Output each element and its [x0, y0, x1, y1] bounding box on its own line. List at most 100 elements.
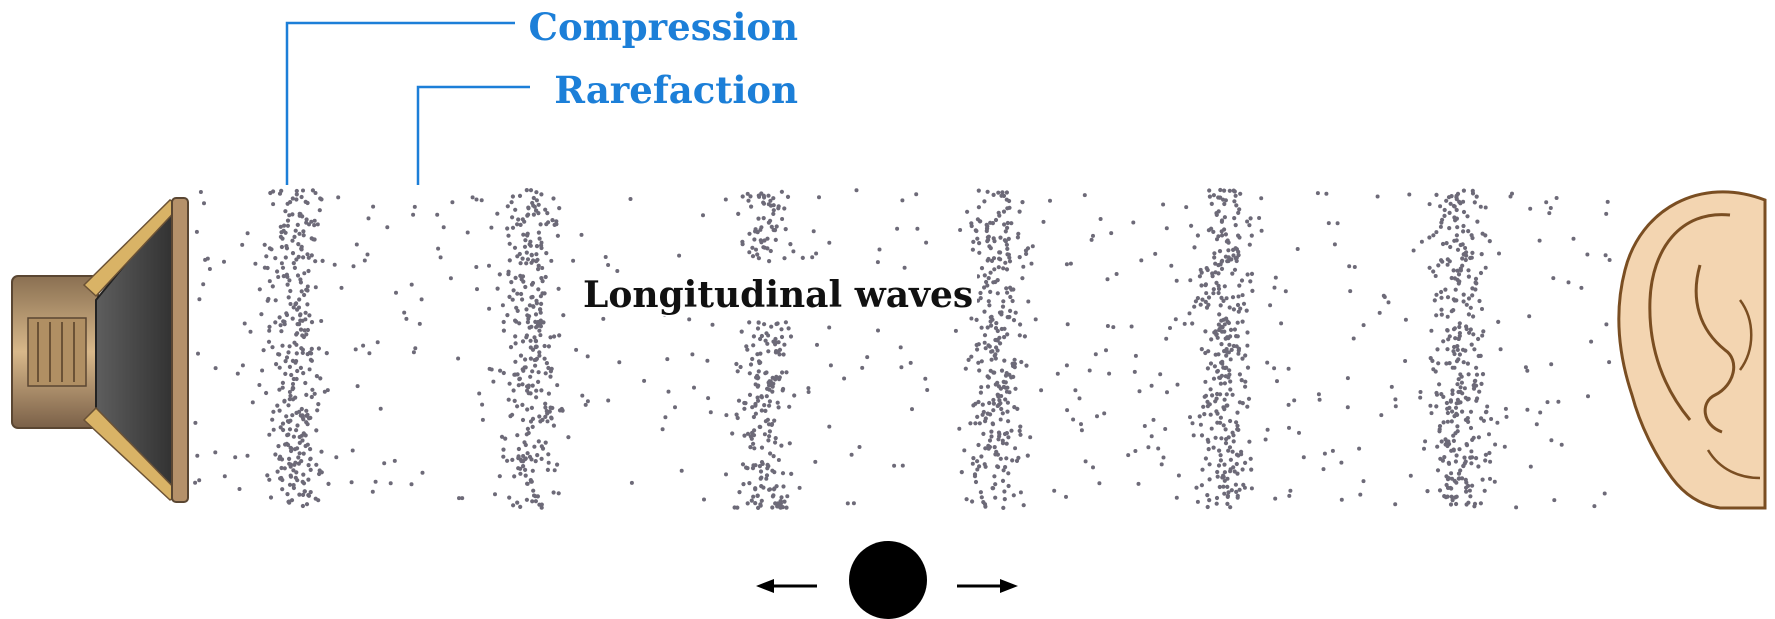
air-particle	[1002, 335, 1007, 340]
air-particle	[535, 322, 541, 327]
air-particle	[1454, 359, 1460, 364]
air-particle	[1445, 328, 1450, 333]
air-particle	[988, 368, 993, 373]
air-particle	[1218, 187, 1223, 193]
air-particle	[1009, 428, 1014, 433]
air-particle	[1245, 404, 1250, 409]
air-particle	[285, 492, 290, 497]
air-particle	[1211, 291, 1216, 296]
air-particle	[574, 347, 579, 352]
air-particle	[1436, 263, 1441, 268]
air-particle	[1231, 465, 1236, 470]
air-particle	[978, 296, 983, 301]
air-particle	[517, 193, 523, 198]
air-particle	[1021, 503, 1026, 508]
air-particle	[982, 199, 987, 204]
air-particle	[1222, 201, 1227, 207]
air-particle	[1463, 257, 1468, 263]
air-particle	[1208, 361, 1214, 366]
air-particle	[964, 497, 969, 502]
air-particle	[1192, 245, 1197, 250]
air-particle	[257, 383, 262, 387]
air-particle	[1434, 390, 1439, 396]
air-particle	[756, 320, 761, 325]
air-particle	[543, 414, 548, 419]
air-particle	[314, 428, 319, 433]
air-particle	[998, 235, 1003, 240]
air-particle	[315, 408, 320, 413]
air-particle	[1013, 386, 1018, 391]
air-particle	[297, 434, 302, 440]
air-particle	[298, 318, 303, 323]
air-particle	[276, 444, 281, 449]
air-particle	[548, 374, 553, 379]
air-particle	[1211, 229, 1216, 234]
air-particle	[388, 481, 393, 486]
air-particle	[701, 213, 705, 218]
air-particle	[287, 397, 292, 402]
air-particle	[1468, 327, 1473, 332]
air-particle	[1451, 268, 1456, 273]
air-particle	[537, 236, 542, 241]
air-particle	[758, 351, 763, 356]
air-particle	[285, 282, 290, 287]
air-particle	[977, 241, 982, 246]
air-particle	[1444, 400, 1449, 406]
air-particle	[365, 252, 370, 257]
air-particle	[1235, 302, 1241, 308]
air-particle	[300, 415, 305, 420]
air-particle	[787, 441, 792, 446]
air-particle	[1240, 293, 1245, 298]
air-particle	[1142, 424, 1147, 428]
air-particle	[520, 256, 525, 261]
air-particle	[213, 366, 218, 371]
air-particle	[1224, 437, 1229, 442]
air-particle	[293, 228, 298, 233]
air-particle	[1326, 221, 1331, 226]
air-particle	[777, 347, 783, 352]
air-particle	[1223, 374, 1228, 379]
air-particle	[515, 500, 520, 505]
air-particle	[900, 198, 905, 203]
air-particle	[1219, 295, 1224, 300]
air-particle	[525, 481, 530, 486]
air-particle	[1483, 452, 1488, 457]
air-particle	[1055, 371, 1060, 376]
air-particle	[986, 299, 991, 304]
air-particle	[520, 417, 526, 423]
air-particle	[1471, 314, 1476, 319]
air-particle	[764, 331, 769, 336]
air-particle	[751, 343, 756, 348]
air-particle	[983, 346, 988, 351]
air-particle	[264, 254, 269, 259]
air-particle	[284, 355, 290, 360]
air-particle	[450, 200, 455, 205]
air-particle	[194, 229, 199, 234]
air-particle	[499, 434, 505, 439]
air-particle	[537, 328, 542, 333]
air-particle	[1443, 287, 1448, 292]
air-particle	[304, 502, 310, 507]
air-particle	[1428, 403, 1433, 408]
air-particle	[536, 287, 541, 292]
air-particle	[1111, 325, 1116, 330]
air-particle	[1221, 317, 1226, 322]
air-particle	[523, 456, 528, 461]
air-particle	[1052, 488, 1057, 493]
air-particle	[724, 413, 729, 418]
air-particle	[1448, 399, 1453, 404]
air-particle	[497, 474, 502, 479]
air-particle	[692, 385, 696, 390]
air-particle	[775, 400, 780, 405]
air-particle	[1213, 352, 1218, 357]
air-particle	[994, 321, 999, 326]
air-particle	[1065, 322, 1070, 327]
air-particle	[536, 370, 541, 375]
air-particle	[1458, 201, 1463, 206]
air-particle	[1222, 470, 1227, 475]
air-particle	[1019, 359, 1024, 365]
air-particle	[498, 368, 503, 373]
air-particle	[1544, 200, 1549, 205]
air-particle	[1132, 369, 1137, 374]
air-particle	[551, 423, 557, 428]
